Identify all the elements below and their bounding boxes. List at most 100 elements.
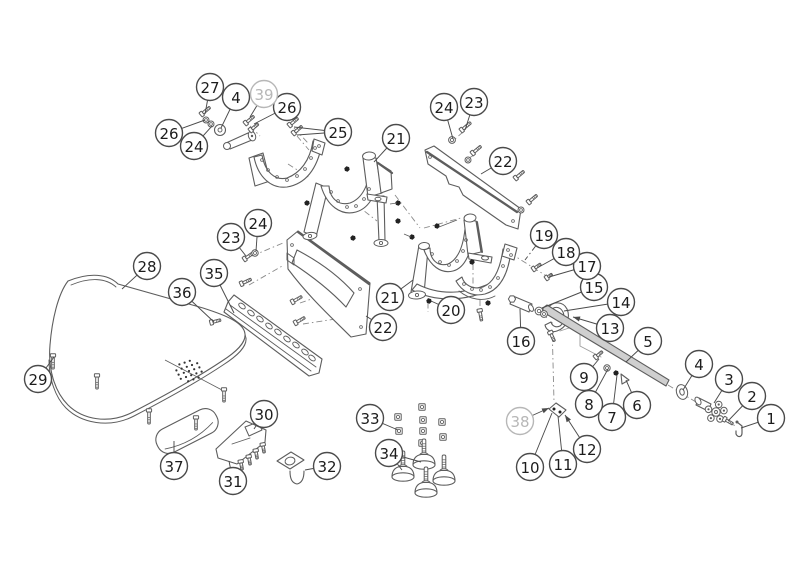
callout-balloon: [249, 399, 279, 429]
callout-number: 9: [579, 369, 589, 387]
callout-number: 24: [184, 138, 203, 156]
callout-19: 19: [524, 220, 559, 261]
strip-slot-hole: [256, 315, 264, 323]
panel-22-left: [286, 230, 371, 338]
screw-shaft: [242, 277, 252, 285]
bracket-a-foot-tab-hole: [374, 196, 382, 202]
screw-icon: [238, 277, 252, 288]
callout-number: 26: [277, 99, 296, 117]
screw-icon: [208, 318, 222, 326]
screw-thread: [538, 263, 541, 266]
screw-thread: [245, 279, 248, 283]
rail-hole: [285, 178, 289, 182]
callout-4-2: 4: [220, 82, 251, 129]
rail-hole: [266, 168, 270, 172]
callout-30: 30: [249, 399, 279, 430]
rail-hole: [359, 325, 363, 329]
board-vent-dot: [188, 359, 191, 362]
square-nut-hole: [420, 428, 425, 433]
callout-18: 18: [536, 237, 581, 269]
rail-hole: [295, 174, 299, 178]
callout-balloon: [488, 146, 518, 176]
callout-balloon: [374, 438, 404, 468]
strip-slot-hole: [301, 348, 309, 356]
pin-1-head-dot: [735, 420, 739, 424]
rail-hole: [362, 197, 366, 201]
assembly-axis-line: [287, 163, 311, 179]
screw-shaft: [725, 418, 734, 426]
bracket-a-rear-foot-hole: [378, 240, 384, 246]
screw-shaft: [222, 390, 226, 403]
screw-icon: [721, 415, 734, 426]
strip-slot-hole: [238, 302, 246, 310]
bracket-b-pillar-cap: [463, 213, 477, 223]
screw-shaft: [254, 451, 259, 460]
hex-nut-dot: [395, 218, 401, 224]
callout-12: 12: [564, 414, 602, 464]
strip-slot-hole: [283, 335, 291, 343]
retainer-pin-1: [735, 421, 743, 438]
screw-thread: [298, 296, 301, 300]
screw-icon: [220, 387, 228, 403]
callout-number: 27: [200, 79, 219, 97]
callout-balloon: [714, 364, 744, 394]
callout-number: 37: [164, 458, 183, 476]
hex-nut-dot: [395, 200, 401, 206]
screw-thread: [296, 128, 300, 131]
screw-icon: [192, 415, 200, 431]
hub-3-lobe-hole: [722, 409, 726, 412]
board-vent-dot: [196, 362, 199, 365]
screw-thread: [600, 350, 603, 354]
hub-3-cap: [694, 396, 702, 406]
foot-base: [432, 476, 456, 486]
rail-hole: [511, 219, 515, 223]
assembly-axis-line: [296, 135, 310, 151]
screw-thread: [730, 422, 733, 425]
bracket-b-pillar-edge: [476, 221, 483, 253]
handle-head-dot: [250, 134, 254, 138]
screw-thread: [206, 108, 209, 111]
callout-number: 24: [248, 215, 267, 233]
seat-board-28: [49, 274, 246, 420]
callout-3: 3: [713, 364, 744, 404]
screw-thread: [550, 273, 553, 276]
callout-balloon: [323, 117, 353, 147]
screw-thread: [254, 124, 258, 127]
bracket-a-foot-hole: [307, 233, 313, 239]
bracket-b-foot-hole: [414, 292, 420, 298]
screw-thread: [552, 339, 556, 342]
callout-balloon: [249, 79, 279, 109]
screw-icon: [512, 170, 525, 182]
board-vent-dot: [200, 370, 203, 373]
washer-icon-hole: [536, 308, 542, 314]
screw-thread: [207, 106, 210, 110]
hex-nut-dot: [304, 200, 310, 206]
assembly-axis-line: [509, 252, 549, 278]
cup-32-hole: [284, 456, 296, 466]
bracket-b-foot: [408, 290, 426, 300]
connector-line: [244, 333, 247, 339]
rail-hole: [496, 276, 500, 280]
callout-number: 39: [254, 86, 273, 104]
screw-thread: [531, 197, 535, 200]
screw-shaft: [473, 145, 482, 154]
callout-balloon: [569, 362, 599, 392]
screw-thread: [537, 264, 540, 267]
callout-number: 3: [724, 371, 734, 389]
callout-balloon: [551, 237, 581, 267]
callout-balloon: [505, 406, 535, 436]
callout-35: 35: [199, 258, 235, 314]
screw-icon: [247, 122, 260, 134]
screw-thread: [475, 148, 479, 151]
seat-board-28-top-accent: [70, 279, 117, 288]
board-vent-dot: [179, 377, 182, 380]
hex-nut-dot: [344, 166, 350, 172]
callout-2: 2: [727, 381, 767, 422]
callout-16: 16: [506, 308, 536, 356]
callout-number: 29: [28, 371, 47, 389]
screw-thread: [299, 318, 302, 322]
foot-base: [414, 488, 438, 498]
screw-icon: [525, 194, 538, 206]
callout-balloon: [633, 326, 663, 356]
